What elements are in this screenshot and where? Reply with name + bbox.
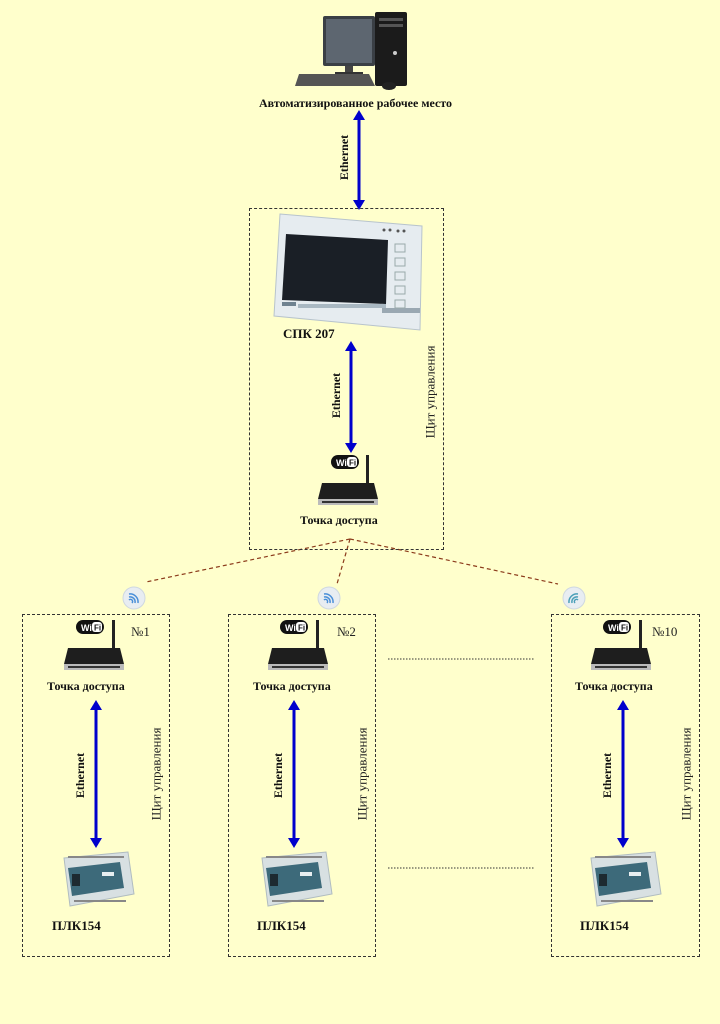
ethernet-arrow (288, 700, 300, 848)
wireless-link-2 (336, 538, 351, 585)
cabinet-label-main: Щит управления (422, 345, 438, 439)
wireless-signal-icon (122, 586, 146, 610)
control-cabinet-2 (228, 614, 376, 957)
access-point-label: Точка доступа (47, 679, 125, 693)
svg-text:Wi: Wi (608, 623, 619, 633)
svg-text:Fi: Fi (621, 624, 628, 633)
router-icon (268, 620, 328, 670)
wifi-logo-icon: Wi Fi (331, 455, 359, 469)
node-number: №2 (337, 624, 356, 639)
plc-label: ПЛК154 (52, 918, 101, 933)
router-icon (64, 620, 124, 670)
access-point-label-main: Точка доступа (300, 513, 378, 527)
ethernet-arrow-main (345, 341, 357, 453)
node-number: №10 (652, 624, 678, 639)
ethernet-label: Ethernet (73, 752, 88, 799)
router-icon-main (318, 455, 378, 505)
plc-device-icon (590, 851, 662, 907)
plc-device-icon (63, 851, 135, 907)
ethernet-arrow (617, 700, 629, 848)
svg-text:Wi: Wi (336, 458, 347, 468)
wireless-signal-icon (562, 586, 586, 610)
control-cabinet-10 (551, 614, 700, 957)
svg-text:Fi: Fi (94, 624, 101, 633)
hmi-panel-icon (273, 213, 423, 331)
wifi-logo-icon: Wi Fi (280, 620, 308, 634)
ethernet-label: Ethernet (600, 752, 615, 799)
desktop-computer-icon (295, 12, 407, 90)
svg-text:Fi: Fi (298, 624, 305, 633)
svg-text:Wi: Wi (285, 623, 296, 633)
access-point-label: Точка доступа (575, 679, 653, 693)
wireless-signal-icon (317, 586, 341, 610)
cabinet-label: Щит управления (354, 727, 370, 821)
ethernet-label-top: Ethernet (337, 134, 352, 181)
main-control-cabinet (249, 208, 444, 550)
svg-text:Fi: Fi (349, 459, 356, 468)
control-cabinet-1 (22, 614, 170, 957)
router-icon (591, 620, 651, 670)
wifi-logo-icon: Wi Fi (76, 620, 104, 634)
node-number: №1 (131, 624, 150, 639)
ethernet-arrow-top (353, 110, 365, 210)
access-point-label: Точка доступа (253, 679, 331, 693)
hmi-panel-label: СПК 207 (283, 326, 335, 341)
workstation-label: Автоматизированное рабочее место (259, 96, 453, 110)
ethernet-arrow (90, 700, 102, 848)
plc-label: ПЛК154 (257, 918, 306, 933)
cabinet-label: Щит управления (678, 727, 694, 821)
svg-text:Wi: Wi (81, 623, 92, 633)
ethernet-label: Ethernet (271, 752, 286, 799)
cabinet-label: Щит управления (148, 727, 164, 821)
wireless-link-10 (349, 538, 559, 585)
ethernet-label-main: Ethernet (329, 372, 344, 419)
wifi-logo-icon: Wi Fi (603, 620, 631, 634)
plc-device-icon (261, 851, 333, 907)
plc-label: ПЛК154 (580, 918, 629, 933)
